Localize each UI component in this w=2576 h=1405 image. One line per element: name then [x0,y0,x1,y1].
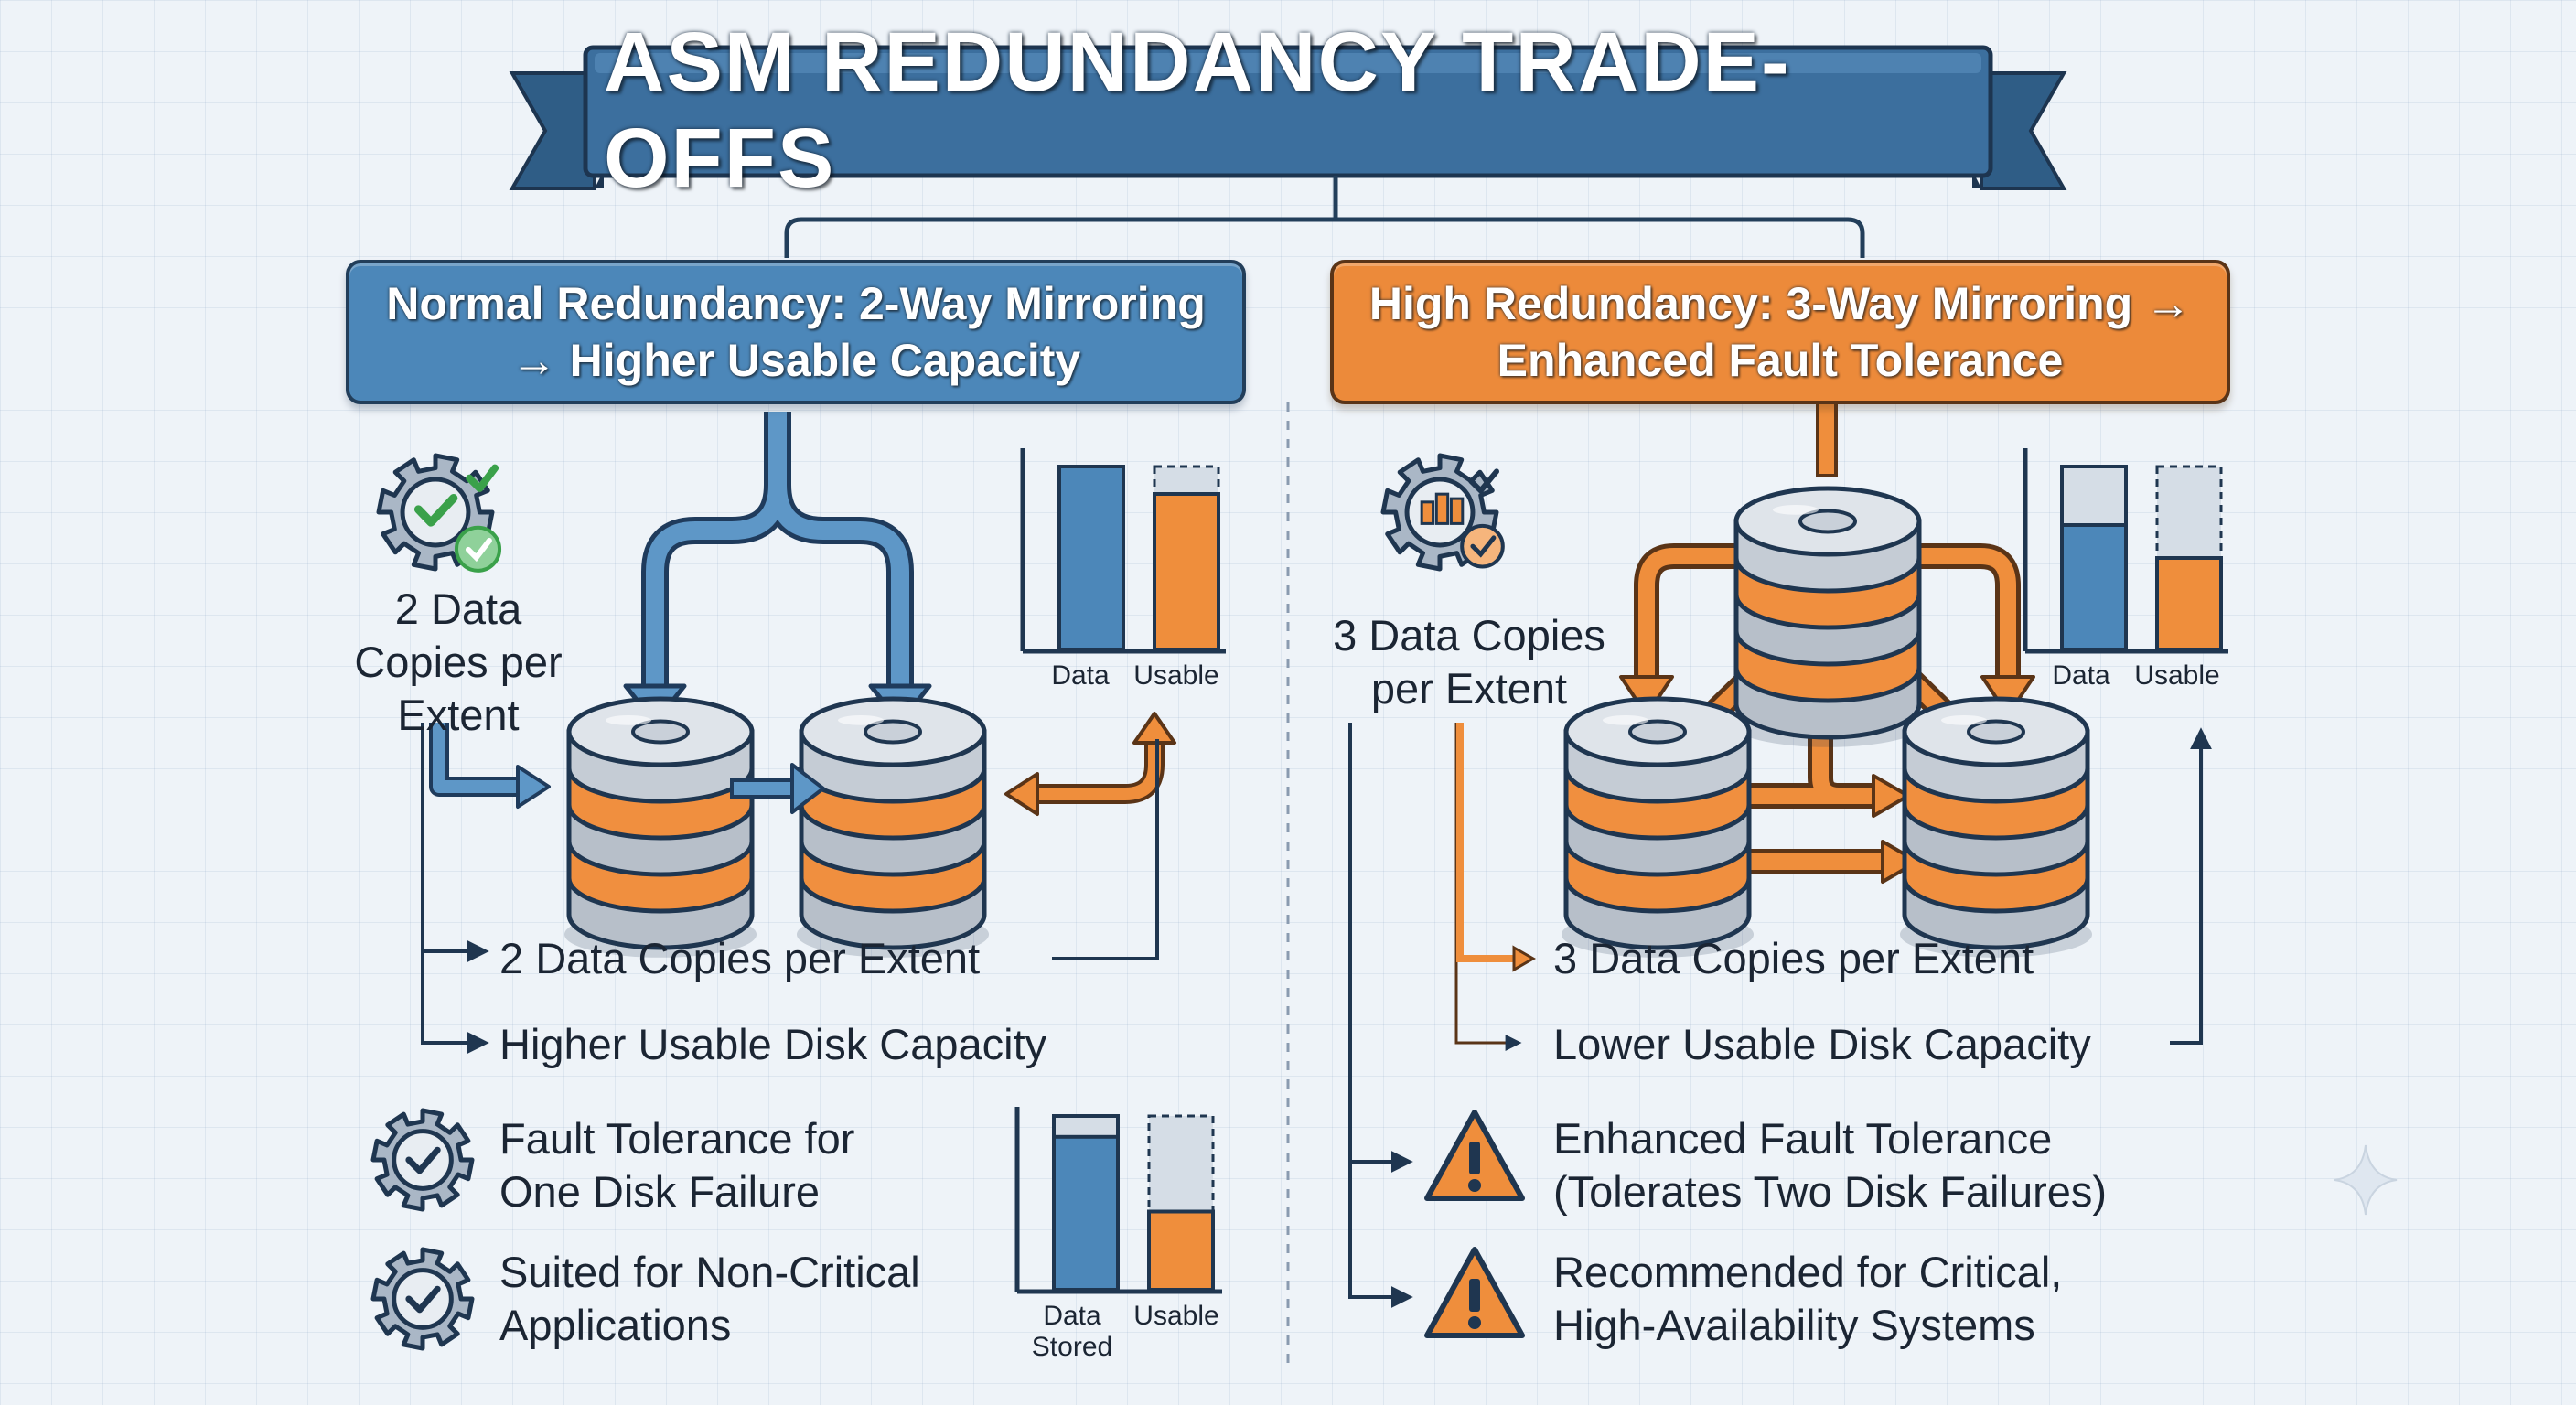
high-top-chart-label-data: Data [2052,660,2110,691]
page-title: ASM REDUNDANCY TRADE-OFFS [604,16,1791,205]
gear-check-icon [370,1108,475,1212]
database-disk-icon [797,696,989,958]
high-redundancy-header: High Redundancy: 3-Way Mirroring → Enhan… [1330,260,2230,404]
normal-redundancy-header: Normal Redundancy: 2-Way Mirroring → Hig… [346,260,1246,404]
gear-check-icon [370,1247,475,1351]
normal-stored-chart [1014,1107,1222,1294]
normal-fault-tolerance: Fault Tolerance for One Disk Failure [499,1114,855,1216]
high-top-chart-label-usable: Usable [2134,660,2220,691]
normal-copies-label: 2 Data Copies per Extent [354,585,563,739]
normal-bottom-chart-label-usable: Usable [1133,1301,1219,1331]
normal-top-usable-bar [1153,492,1220,651]
right-thin-lines [1348,723,2212,1308]
normal-bottom-data-bar [1052,1134,1120,1292]
high-fault-tolerance: Enhanced Fault Tolerance (Tolerates Two … [1553,1114,2108,1216]
normal-top-data-bar [1057,465,1125,651]
database-disk-icon [1732,486,1924,747]
left-flow-lines [421,723,1159,1054]
normal-top-chart-label-usable: Usable [1133,660,1219,691]
high-capacity-chart [2023,448,2228,654]
database-disk-icon [1562,696,1754,958]
high-flow-copies: 3 Data Copies per Extent [1553,934,2034,982]
right-flow-lines [1454,723,1522,1051]
high-recommended: Recommended for Critical, High-Availabil… [1553,1248,2063,1349]
normal-bottom-usable-bar [1147,1209,1215,1292]
sparkle-icon [2334,1144,2398,1216]
database-disk-icon [564,696,757,958]
title-banner [509,45,2067,190]
normal-top-chart-label-data: Data [1051,660,1110,691]
high-copies-label: 3 Data Copies per Extent [1333,611,1605,713]
gear-chart-icon [1380,453,1505,572]
right-header-connector [1816,401,1838,477]
warning-icon [1424,1110,1525,1201]
gear-check-icon [376,453,502,573]
normal-bottom-chart-label-data: Data Stored [1031,1301,1113,1362]
disk-to-disk-arrow [730,763,825,814]
normal-flow-copies: 2 Data Copies per Extent [499,934,981,982]
high-flow-capacity: Lower Usable Disk Capacity [1553,1020,2091,1068]
warning-icon [1424,1247,1525,1338]
normal-capacity-chart [1020,448,1226,654]
high-top-usable-bar [2155,556,2223,651]
capacity-link-arrow [1004,712,1176,816]
title-connector [784,176,1865,258]
normal-flow-capacity: Higher Usable Disk Capacity [499,1020,1047,1068]
database-disk-icon [1900,696,2092,958]
high-top-data-bar [2060,523,2128,651]
right-orange-flow [1456,723,1519,962]
normal-suited: Suited for Non-Critical Applications [499,1248,920,1349]
